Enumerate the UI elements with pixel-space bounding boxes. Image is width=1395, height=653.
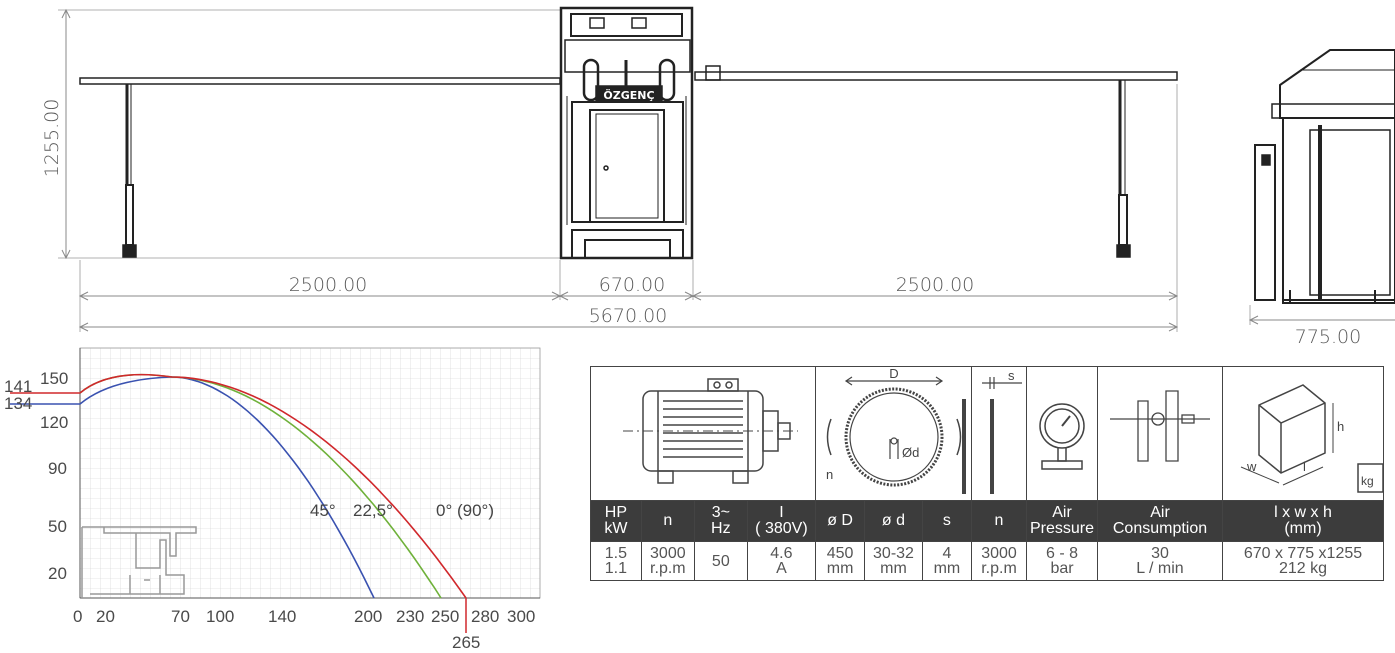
motor-icon-cell [590,366,816,501]
pressure-icon-cell [1026,366,1098,501]
box-dimensions-icon: h w l kg [1240,383,1384,493]
blade-thickness-icon: s [982,368,1022,494]
val-frequency: 50 [693,541,748,581]
pressure-gauge-icon [1039,403,1085,470]
total-width-dim-label: 5670.00 [589,305,668,327]
air-filter-icon [1110,390,1210,462]
box-w-label: w [1246,459,1257,474]
saw-blade-icon: D Ød n [826,366,966,494]
hdr-motor-speed: n [640,500,695,542]
weight-kg-label: kg [1361,474,1374,488]
side-view [1248,49,1395,325]
left-table [79,77,561,85]
blade-icon-cell: D Ød n [815,366,972,501]
hdr-current: I ( 380V) [746,500,817,542]
val-bore-diameter: 30-32 mm [864,541,923,581]
val-thickness: 4 mm [921,541,973,581]
air-consumption-icon-cell [1097,366,1223,501]
value-row: 1.5 1.1 3000 r.p.m 50 4.6 A 450 mm 30-32… [590,541,1384,581]
val-dimensions: 670 x 775 x1255 212 kg [1222,541,1384,581]
hdr-dimensions: l x w x h (mm) [1222,500,1384,542]
box-l-label: l [1303,459,1306,474]
hdr-blade-diameter: ø D [814,500,866,542]
val-current: 4.6 A [746,541,817,581]
val-blade-diameter: 450 mm [814,541,866,581]
hdr-air-pressure: Air Pressure [1026,500,1098,542]
val-air-pressure: 6 - 8 bar [1026,541,1098,581]
dimensions-icon-cell: h w l kg [1222,366,1384,501]
hdr-thickness: s [921,500,973,542]
blade-n-label: n [826,467,833,482]
right-table [694,71,1178,81]
box-h-label: h [1337,419,1344,434]
blade-D-label: D [889,369,898,381]
spec-table: D Ød n s [590,366,1384,581]
left-table-dim-label: 2500.00 [289,274,368,296]
machine-width-dim-label: 670.00 [599,274,665,296]
height-dim-label: 1255.00 [41,99,63,178]
hdr-air-consumption: Air Consumption [1097,500,1223,542]
header-row: HP kW n 3~ Hz I ( 380V) ø D ø d s n Air … [590,500,1384,542]
blade-d-label: Ød [902,445,919,460]
hdr-bore-diameter: ø d [864,500,923,542]
hdr-frequency: 3~ Hz [693,500,748,542]
thickness-icon-cell: s [971,366,1027,501]
hdr-power: HP kW [590,500,642,542]
icon-row: D Ød n s [590,366,1384,501]
brand-logo: ÖZGENÇ [603,88,654,102]
val-motor-speed: 3000 r.p.m [640,541,695,581]
right-table-dim-label: 2500.00 [896,274,975,296]
val-air-consumption: 30 L / min [1097,541,1223,581]
thickness-s-label: s [1008,369,1015,383]
machine-body [559,6,694,260]
hdr-blade-speed: n [971,500,1027,542]
val-power: 1.5 1.1 [590,541,642,581]
side-depth-dim-label: 775.00 [1295,326,1361,348]
val-blade-speed: 3000 r.p.m [971,541,1027,581]
motor-icon [623,378,798,484]
